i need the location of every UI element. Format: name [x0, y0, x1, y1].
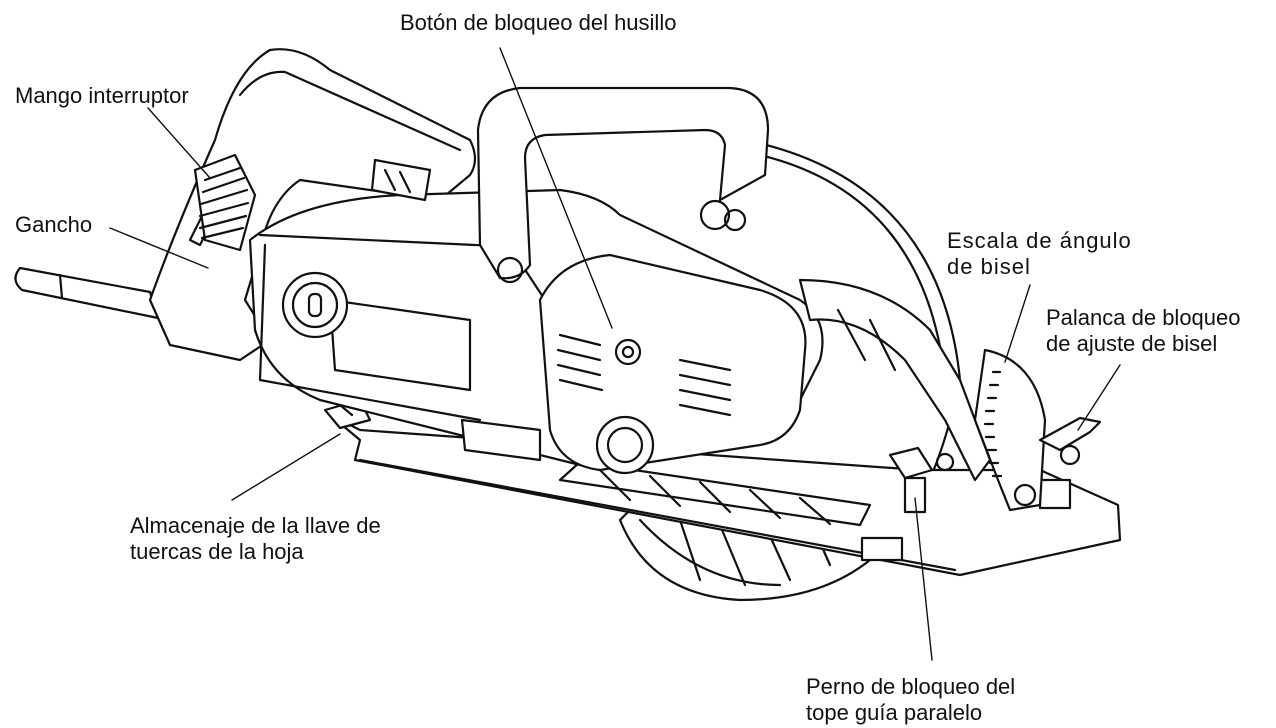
gear-housing [460, 253, 807, 475]
leader-lines [109, 47, 1121, 661]
label-guide-bolt-line1: Perno de bloqueo del [806, 674, 1016, 699]
label-bevel-scale: Escala de ángulo de bisel [947, 228, 1132, 280]
label-switch-handle: Mango interruptor [15, 83, 189, 109]
label-bevel-lever: Palanca de bloqueo de ajuste de bisel [1046, 305, 1241, 357]
label-wrench-storage-line1: Almacenaje de la llave de [130, 513, 381, 538]
label-guide-bolt-line2: tope guía paralelo [806, 700, 983, 725]
label-bevel-scale-line1: Escala de ángulo [947, 228, 1132, 253]
leader-hook [109, 227, 209, 269]
label-guide-bolt: Perno de bloqueo del tope guía paralelo [806, 674, 1015, 726]
switch-grip [193, 153, 257, 252]
top-handle [476, 86, 770, 284]
label-wrench-storage-line2: tuercas de la hoja [130, 539, 304, 564]
leader-bevel-lever [1077, 364, 1121, 431]
leader-guide-bolt [914, 497, 933, 661]
label-bevel-scale-line2: de bisel [947, 254, 1031, 279]
label-hook: Gancho [15, 212, 92, 238]
label-bevel-lever-line2: de ajuste de bisel [1046, 331, 1218, 356]
label-spindle-lock: Botón de bloqueo del husillo [400, 10, 676, 36]
power-cord [14, 266, 162, 320]
label-bevel-lever-line1: Palanca de bloqueo [1046, 305, 1241, 330]
guide-bolt [888, 446, 955, 514]
leader-switch-handle [147, 107, 211, 179]
label-switch-handle-text: Mango interruptor [15, 83, 189, 108]
bevel-lever [1038, 416, 1102, 466]
label-spindle-lock-text: Botón de bloqueo del husillo [400, 10, 677, 35]
leader-wrench-storage [231, 433, 341, 501]
label-hook-text: Gancho [15, 212, 93, 237]
label-wrench-storage: Almacenaje de la llave de tuercas de la … [130, 513, 381, 565]
leader-bevel-scale [1004, 284, 1031, 363]
bevel-scale [973, 348, 1047, 512]
leader-spindle-lock [499, 47, 613, 329]
